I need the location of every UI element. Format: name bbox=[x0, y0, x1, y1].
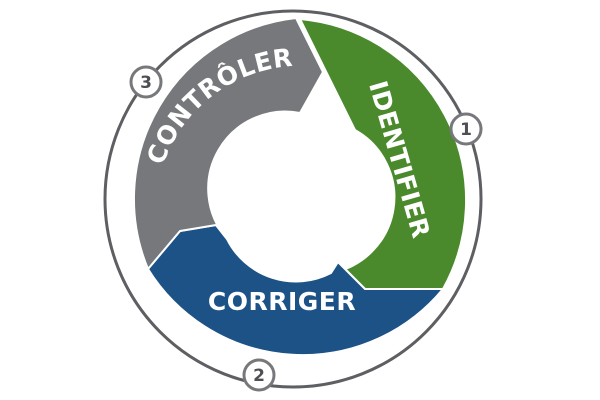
step-badge-2-number: 2 bbox=[253, 366, 265, 386]
step-badge-3: 3 bbox=[129, 65, 163, 99]
label-corriger: CORRIGER bbox=[208, 287, 356, 316]
step-badge-1-number: 1 bbox=[460, 120, 472, 140]
step-badge-1-circle bbox=[449, 112, 483, 146]
step-badge-1: 1 bbox=[449, 112, 483, 146]
segment-identifier bbox=[299, 18, 468, 290]
segment-controler bbox=[133, 17, 324, 270]
outer-ring bbox=[103, 9, 483, 389]
step-badge-2: 2 bbox=[242, 358, 276, 392]
step-badge-3-number: 3 bbox=[140, 73, 152, 93]
step-badge-3-circle bbox=[129, 65, 163, 99]
step-badge-2-circle bbox=[242, 358, 276, 392]
segment-corriger bbox=[147, 224, 444, 357]
